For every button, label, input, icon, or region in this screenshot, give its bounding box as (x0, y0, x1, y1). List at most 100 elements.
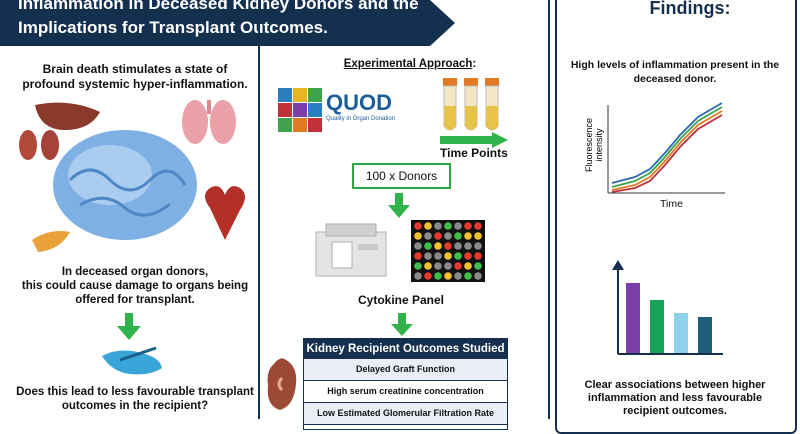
kidney-icon (19, 130, 59, 160)
approach-title-colon: : (472, 58, 477, 70)
left-middle-line3: offered for transplant. (75, 294, 195, 306)
array-spot (474, 252, 482, 260)
finding2-line1: Clear associations between higher (584, 379, 766, 391)
array-spot (434, 232, 442, 240)
right-arrow-icon (440, 132, 508, 148)
outcomes-table: Kidney Recipient Outcomes Studied Delaye… (303, 338, 508, 430)
array-spot (454, 262, 462, 270)
lungs-icon (182, 100, 236, 144)
array-spot (444, 222, 452, 230)
array-spot (444, 272, 452, 280)
array-spot (424, 272, 432, 280)
array-spot (424, 262, 432, 270)
array-spot (474, 232, 482, 240)
graph-line-orange (611, 110, 723, 191)
donors-label: 100 x Donors (365, 169, 438, 183)
left-question-line2: outcomes in the recipient? (61, 400, 209, 412)
banner-title-line2: Implications for Transplant Outcomes. (18, 18, 328, 37)
array-spot (414, 232, 422, 240)
kidney-icon (267, 358, 297, 410)
finding1-line1: High levels of inflammation present in t… (570, 59, 780, 71)
heart-icon (205, 186, 245, 240)
array-spot (464, 242, 472, 250)
array-spot (474, 222, 482, 230)
array-spot (434, 252, 442, 260)
bar-green (650, 300, 664, 353)
approach-title: Experimental Approach: (340, 58, 480, 70)
outcomes-header: Kidney Recipient Outcomes Studied (304, 339, 507, 359)
array-spot (464, 232, 472, 240)
outcome-row: Low Estimated Glomerular Filtration Rate (304, 403, 507, 425)
bar-purple (626, 283, 640, 353)
array-spot (434, 222, 442, 230)
graph-line-blue (611, 102, 723, 184)
array-spot (474, 242, 482, 250)
array-spot (454, 252, 462, 260)
banner-title-line1: Inflammation in Deceased Kidney Donors a… (18, 0, 419, 13)
pancreas-icon (32, 231, 70, 252)
array-spot (434, 242, 442, 250)
quod-cube-icon (278, 88, 322, 132)
time-points-label: Time Points (440, 146, 508, 160)
surgeon-hand-icon (102, 346, 162, 375)
title-banner: Inflammation in Deceased Kidney Donors a… (0, 0, 455, 46)
cytokine-panel-label: Cytokine Panel (357, 293, 445, 307)
graph-line-green (611, 106, 723, 188)
array-spot (424, 222, 432, 230)
left-middle-line1: In deceased organ donors, (61, 266, 209, 278)
array-spot (424, 232, 432, 240)
array-spot (464, 252, 472, 260)
array-spot (444, 252, 452, 260)
array-spot (424, 242, 432, 250)
findings-title: Findings: (649, 0, 731, 18)
down-arrow-icon (391, 313, 413, 336)
graph-line-red (611, 114, 723, 193)
array-spot (444, 232, 452, 240)
liver-icon (35, 102, 100, 130)
cytokine-array-icon (411, 220, 485, 282)
array-spot (414, 222, 422, 230)
array-spot (414, 242, 422, 250)
approach-title-label: Experimental Approach (343, 58, 473, 70)
outcome-row: High serum creatinine concentration (304, 381, 507, 403)
array-spot (474, 262, 482, 270)
down-arrow-icon (117, 313, 141, 340)
quod-logo-text: QUOD (326, 90, 392, 115)
array-spot (434, 272, 442, 280)
quod-logo-subtitle: Quality in Organ Donation (326, 116, 396, 122)
array-spot (444, 242, 452, 250)
down-arrow-icon (388, 193, 410, 218)
left-middle-text: In deceased organ donors, this could cau… (15, 265, 255, 307)
array-spot (414, 272, 422, 280)
y-axis-arrow (612, 260, 624, 270)
middle-column-left-border (258, 0, 260, 419)
finding1-text: High levels of inflammation present in t… (560, 58, 790, 86)
test-tubes-icon (443, 78, 499, 131)
array-spot (464, 262, 472, 270)
array-spot (454, 232, 462, 240)
left-heading-line1: Brain death stimulates a state of (42, 62, 228, 76)
array-spot (444, 262, 452, 270)
left-middle-line2: this could cause damage to organs being (21, 280, 249, 292)
finding1-line2: deceased donor. (633, 73, 717, 85)
quod-logo: QUOD Quality in Organ Donation (278, 88, 408, 134)
donors-box: 100 x Donors (352, 163, 451, 189)
fluorescence-line-graph: Fluorescence intensity (584, 102, 725, 194)
outcome-row: Delayed Graft Function (304, 359, 507, 381)
array-spot (434, 262, 442, 270)
bar-graph (612, 260, 723, 355)
array-spot (414, 262, 422, 270)
array-spot (414, 252, 422, 260)
bar-teal (698, 317, 712, 353)
left-question-line1: Does this lead to less favourable transp… (16, 386, 254, 398)
middle-column-right-border (548, 0, 550, 419)
array-spot (464, 272, 472, 280)
analyzer-machine-icon (315, 223, 387, 277)
fluorescence-xlabel: Time (660, 198, 683, 210)
finding2-line2: inflammation and less favourable (587, 392, 763, 404)
organs-illustration (19, 100, 245, 252)
bar-light-blue (674, 313, 688, 353)
fluorescence-ylabel-line1: Fluorescence (584, 118, 594, 172)
array-spot (464, 222, 472, 230)
fluorescence-ylabel-line2: intensity (594, 128, 604, 162)
